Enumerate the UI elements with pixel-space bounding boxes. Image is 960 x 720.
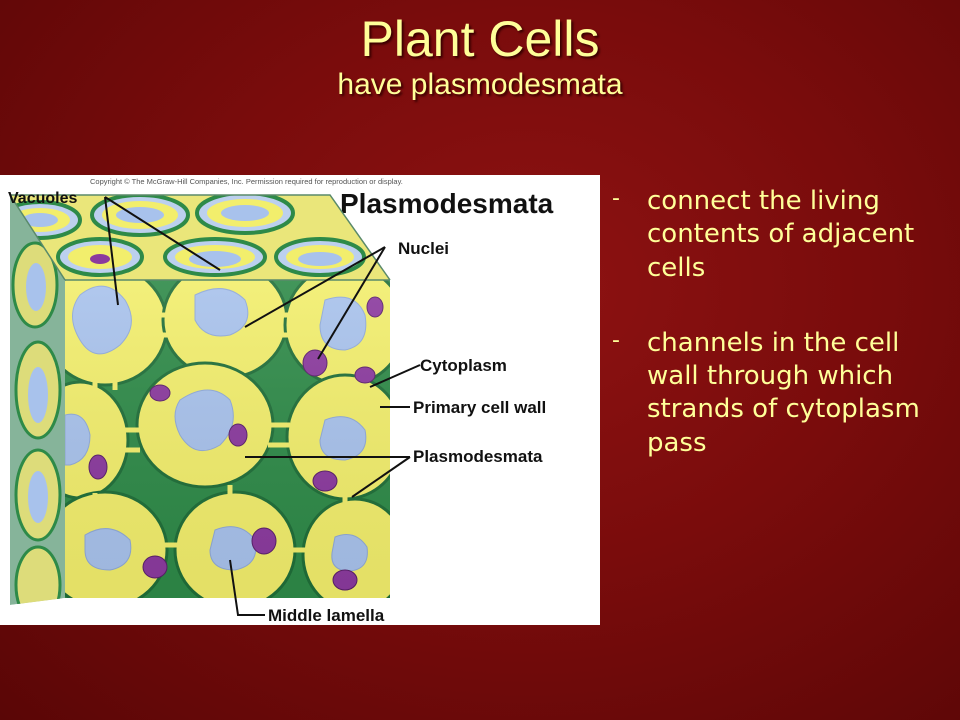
plasmodesmata-diagram: Copyright © The McGraw-Hill Companies, I… [8,177,554,625]
cube-top-face [10,195,390,280]
bullet-marker: - [612,186,620,211]
slide-subtitle: have plasmodesmata [337,68,623,101]
label-cytoplasm: Cytoplasm [420,356,507,375]
bullet-text: channels in the cell wall through which … [647,327,920,458]
bullet-list: - connect the living contents of adjacen… [612,185,952,502]
cube-front-face [65,280,390,598]
label-middle-lamella: Middle lamella [268,606,385,625]
bullet-marker: - [612,327,620,353]
label-primary-cell-wall: Primary cell wall [413,398,546,417]
plasmodesmata-figure: Copyright © The McGraw-Hill Companies, I… [0,175,600,625]
slide-title: Plant Cells [360,11,600,67]
label-vacuoles: Vacuoles [8,190,77,207]
slide-title-block: Plant Cells have plasmodesmata [0,14,960,100]
label-plasmodesmata: Plasmodesmata [413,447,543,466]
bullet-text: connect the living contents of adjacent … [647,186,915,283]
figure-heading: Plasmodesmata [340,188,554,219]
copyright-notice: Copyright © The McGraw-Hill Companies, I… [90,177,403,186]
bullet-item: - connect the living contents of adjacen… [612,185,952,285]
bullet-item: - channels in the cell wall through whic… [612,327,952,460]
label-nuclei: Nuclei [398,239,449,258]
